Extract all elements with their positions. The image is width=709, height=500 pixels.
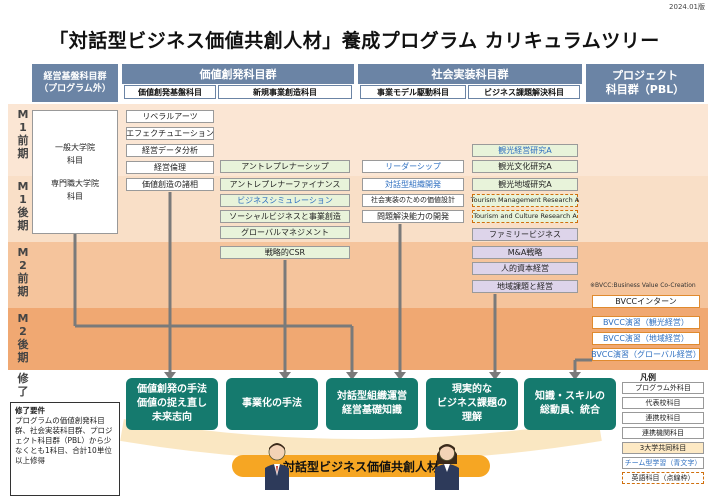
course-ethics: 経営倫理	[126, 161, 214, 174]
course-social-biz: ソーシャルビジネスと事業創造	[220, 210, 350, 223]
completion-requirements: 修了要件 プログラムの価値創発科目群、社会実装科目群、プロジェクト科目群（PBL…	[10, 402, 120, 496]
legend-team-learning: チーム型学習（青文字）	[622, 457, 704, 469]
bvcc-note: ※BVCC:Business Value Co-Creation	[590, 282, 696, 289]
course-regional-issues: 地域課題と経営	[472, 280, 578, 293]
legend-partner-org: 連携機関科目	[622, 427, 704, 439]
term-m2-first: M 2 前 期	[17, 246, 29, 298]
band-m1-first	[8, 104, 708, 176]
term-m2-second: M 2 後 期	[17, 312, 29, 364]
course-entrepreneurship: アントレプレナーシップ	[220, 160, 350, 173]
band-m1-second	[8, 176, 708, 242]
legend-outside-program: プログラム外科目	[622, 382, 704, 394]
legend-heading: 凡例	[640, 373, 656, 382]
course-biz-simulation: ビジネスシミュレーション	[220, 194, 350, 207]
term-m1-first: M 1 前 期	[17, 108, 29, 160]
header-social-impl: 社会実装科目群	[358, 64, 582, 84]
course-strategic-csr: 戦略的CSR	[220, 246, 350, 259]
subheader-value-base: 価値創発基盤科目	[124, 85, 216, 99]
course-tourism-mgmt-a: 観光経営研究A	[472, 144, 578, 157]
outcome-real-issues: 現実的な ビジネス課題の 理解	[426, 378, 518, 430]
course-tcr-a: Tourism and Culture Research A	[472, 210, 578, 223]
term-m1-second: M 1 後 期	[17, 180, 29, 232]
mgmt-base-box: 一般大学院 科目 専門職大学院 科目	[32, 110, 118, 234]
course-family-biz: ファミリービジネス	[472, 228, 578, 241]
course-value-methods: 価値創造の諸相	[126, 178, 214, 191]
course-tmr-a: Tourism Management Research A	[471, 194, 579, 207]
course-liberal-arts: リベラルアーツ	[126, 110, 214, 123]
completion-heading: 修了要件	[15, 406, 45, 415]
course-bvcc-tourism: BVCC演習（観光経営）	[592, 316, 700, 329]
course-effectuation: エフェクチュエーション	[126, 127, 214, 140]
outcome-dialogue-org: 対話型組織運営 経営基礎知識	[326, 378, 418, 430]
course-global-mgmt: グローバルマネジメント	[220, 226, 350, 239]
subheader-biz-problem: ビジネス課題解決科目	[468, 85, 580, 99]
outcome-integration: 知識・スキルの 総動員、統合	[524, 378, 616, 430]
header-value-creation: 価値創発科目群	[122, 64, 354, 84]
subheader-new-business: 新規事業創造科目	[218, 85, 352, 99]
completion-text: プログラムの価値創発科目群、社会実装科目群、プロジェクト科目群（PBL）から少な…	[15, 416, 113, 465]
mgmt-line1: 一般大学院	[55, 143, 95, 152]
course-bvcc-intern: BVCCインターン	[592, 295, 700, 308]
outcome-commercialization: 事業化の手法	[226, 378, 318, 430]
mgmt-line4: 科目	[67, 192, 83, 201]
course-human-capital: 人的資本経営	[472, 262, 578, 275]
subheader-biz-model: 事業モデル駆動科目	[360, 85, 466, 99]
legend-english-course: 英語科目（点線枠）	[622, 472, 704, 484]
outcome-value-creation: 価値創発の手法 価値の捉え直し 未来志向	[126, 378, 218, 430]
legend-lead-school: 代表校科目	[622, 397, 704, 409]
page-title: 「対話型ビジネス価値共創人材」養成プログラム カリキュラムツリー	[49, 30, 660, 52]
header-pbl: プロジェクト 科目群（PBL）	[586, 64, 704, 102]
course-problem-solving: 問題解決能力の開発	[362, 210, 464, 223]
term-completion: 修 了	[17, 372, 29, 398]
course-entrepreneur-finance: アントレプレナーファイナンス	[220, 178, 350, 191]
header-mgmt: 経営基盤科目群 （プログラム外）	[32, 64, 118, 102]
course-tourism-culture-a: 観光文化研究A	[472, 160, 578, 173]
mgmt-line2: 科目	[67, 156, 83, 165]
course-value-design: 社会実装のための価値設計	[362, 194, 464, 207]
person-woman-icon	[435, 444, 459, 490]
mgmt-line3: 専門職大学院	[51, 179, 99, 188]
course-ma-strategy: M&A戦略	[472, 246, 578, 259]
version-label: 2024.01版	[669, 3, 705, 11]
person-man-icon	[265, 443, 289, 490]
course-bvcc-region: BVCC演習（地域経営）	[592, 332, 700, 345]
legend-joint-course: 3大学共同科目	[622, 442, 704, 454]
band-m2-first	[8, 242, 708, 308]
legend-partner-school: 連携校科目	[622, 412, 704, 424]
course-bvcc-global: BVCC演習（グローバル経営）	[591, 348, 701, 361]
course-leadership: リーダーシップ	[362, 160, 464, 173]
course-org-development: 対話型組織開発	[362, 178, 464, 191]
course-data-analysis: 経営データ分析	[126, 144, 214, 157]
course-tourism-region-a: 観光地域研究A	[472, 178, 578, 191]
